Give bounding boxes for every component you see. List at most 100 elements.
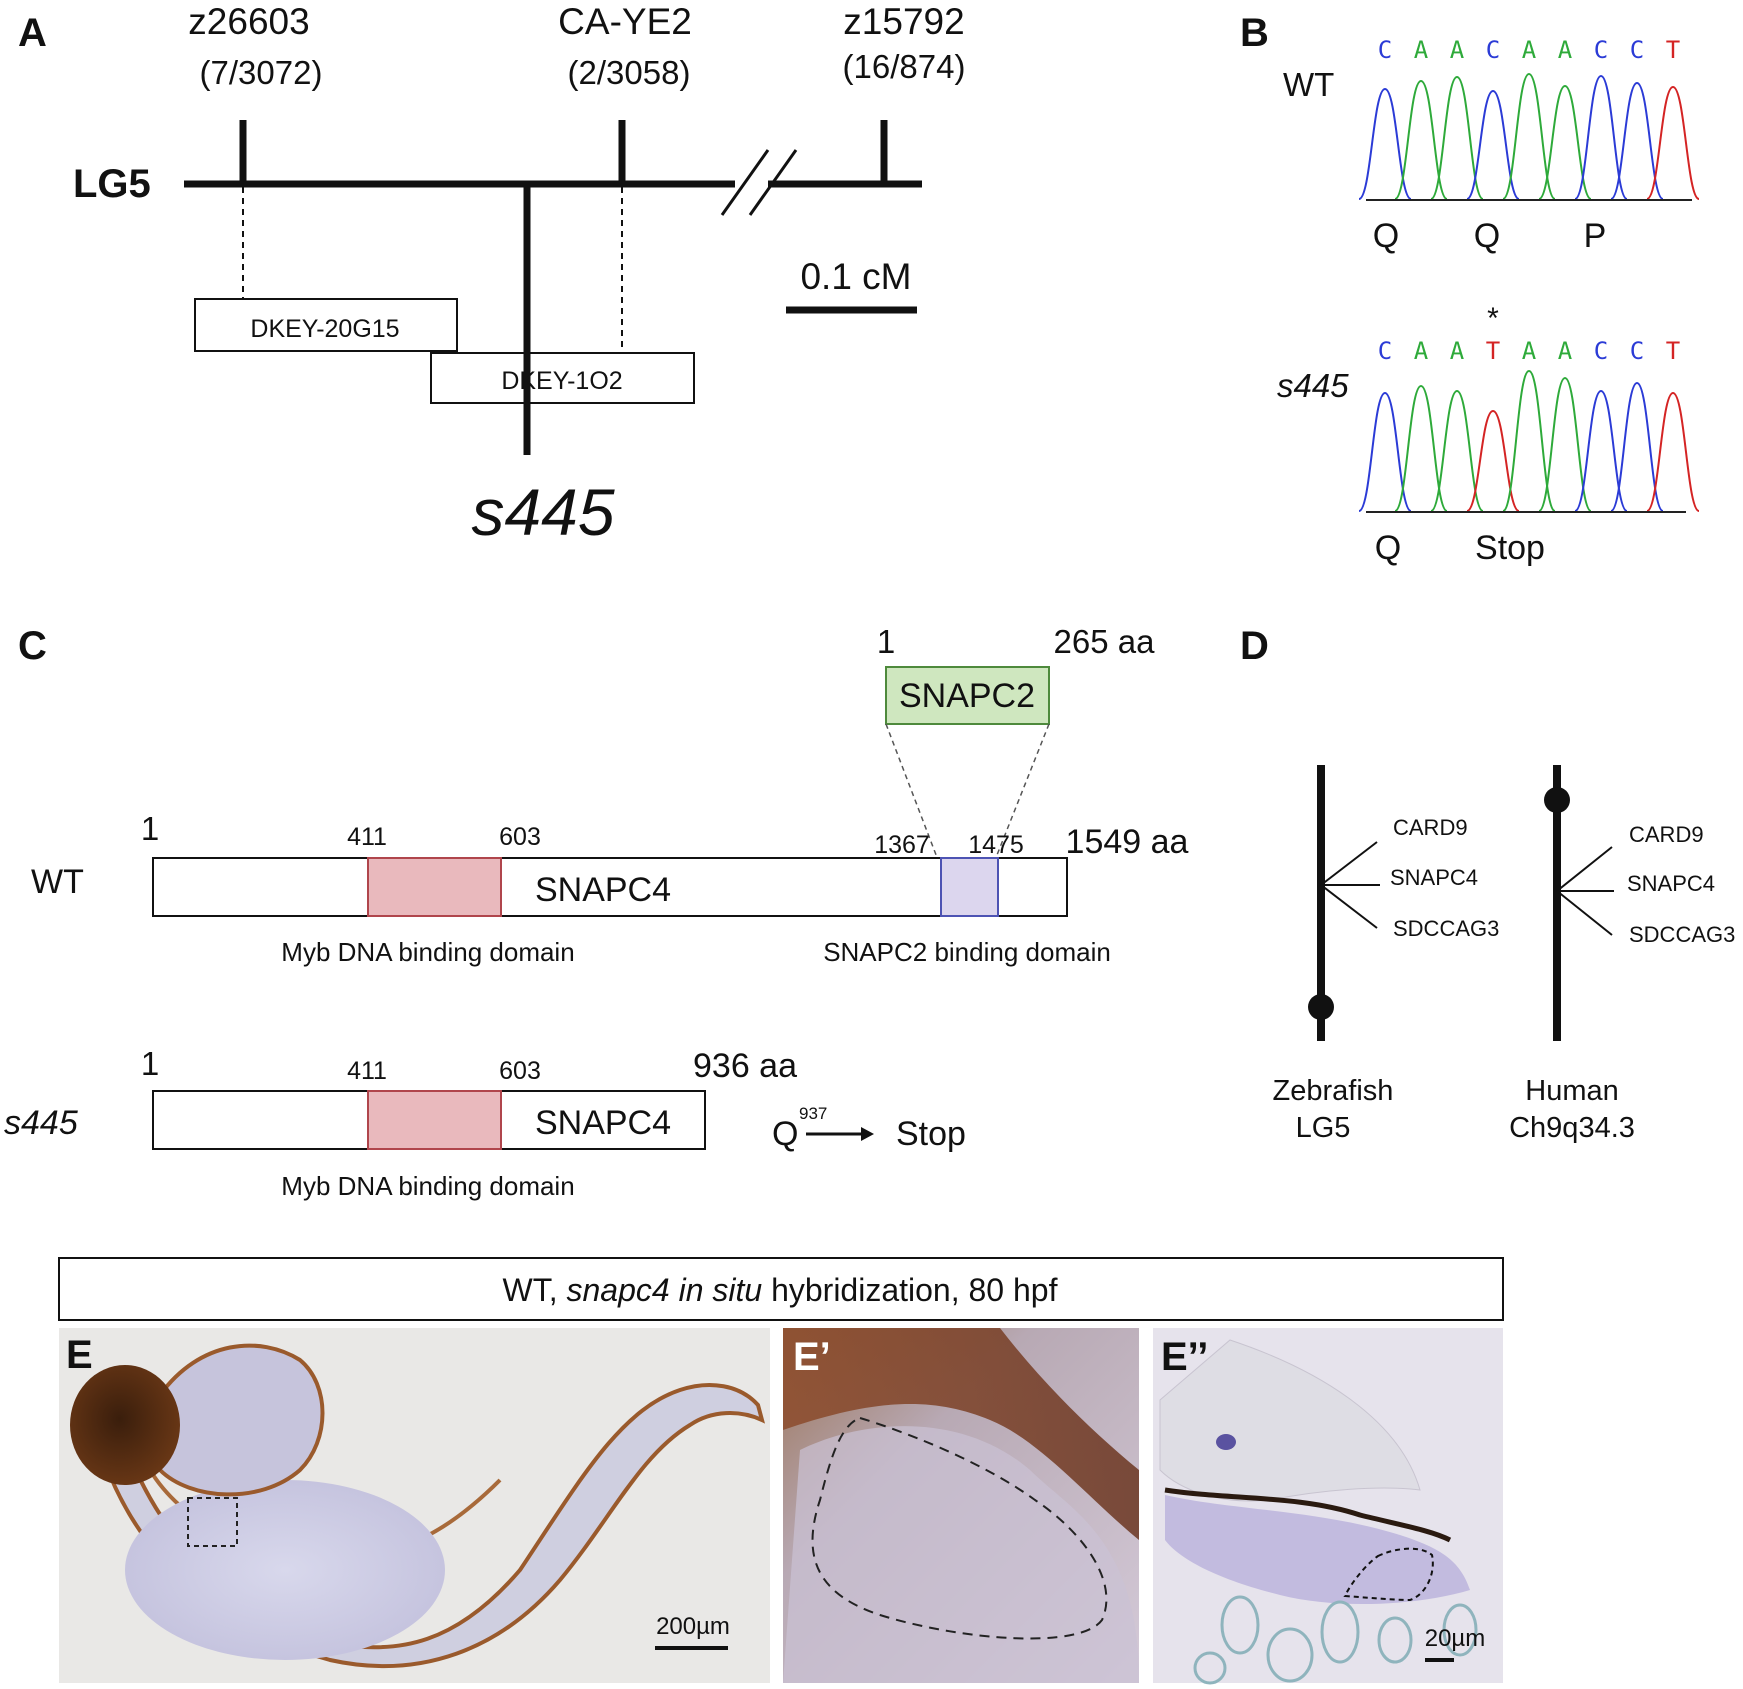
wt-base-3: A: [1450, 36, 1465, 64]
snapc2-link-left: [885, 723, 939, 861]
wt-peak-8: [1610, 81, 1664, 200]
mutation-to: Stop: [896, 1115, 966, 1153]
embryo-inset-box: [187, 1497, 238, 1547]
wt-myb-domain: [367, 857, 502, 917]
panel-e2-letter: E’’: [1161, 1335, 1208, 1379]
mutant-aa-1: Q: [1375, 529, 1401, 567]
wt-base-9: T: [1666, 36, 1680, 64]
wt-peak-9: [1646, 85, 1700, 200]
human-centromere: [1544, 787, 1570, 813]
snapc2-end: 265 aa: [1054, 623, 1156, 660]
wt-base-1: C: [1378, 36, 1392, 64]
panel-d-letter: D: [1240, 624, 1269, 668]
mutant-base-9: T: [1666, 337, 1680, 365]
clone-box-dkey-20g15: [194, 298, 458, 352]
mutant-peak-2: [1394, 384, 1448, 512]
mutant-base-3: A: [1450, 337, 1465, 365]
mutant-peak-5: [1502, 369, 1556, 512]
mutant-peak-8: [1610, 381, 1664, 512]
human-gene-1: CARD9: [1629, 822, 1704, 847]
mutation-position: 937: [799, 1104, 827, 1123]
wt-base-7: C: [1594, 36, 1608, 64]
mutant-protein-label: SNAPC4: [535, 1104, 671, 1142]
human-species: Human: [1525, 1075, 1619, 1107]
embryo-scale-label: 200µm: [656, 1613, 730, 1640]
wt-snapc2bd-end: 1475: [968, 831, 1024, 859]
snapc2-label: SNAPC2: [899, 677, 1035, 715]
human-gene-2: SNAPC4: [1627, 871, 1715, 896]
panel-c: C 1 265 aa SNAPC2 WT 1 411 603 1367 1475…: [4, 623, 1189, 1201]
wt-peak-2: [1394, 79, 1448, 200]
linkage-map: [184, 120, 922, 455]
marker-z26603-ratio: (7/3072): [200, 54, 323, 91]
panel-c-letter: C: [18, 624, 47, 668]
panel-e1-letter: E’: [793, 1335, 831, 1379]
marker-caye2-name: CA-YE2: [558, 1, 692, 42]
panel-e-letter: E: [66, 1333, 93, 1377]
mutant-myb-label: Myb DNA binding domain: [281, 1171, 574, 1201]
wt-peak-4: [1466, 89, 1520, 200]
inset-micrograph: E’: [783, 1328, 1140, 1683]
mutant-base-5: A: [1522, 337, 1537, 365]
panel-e: WT, snapc4 in situ hybridization, 80 hpf…: [58, 1257, 1504, 1685]
zebrafish-gene-line-3: [1320, 884, 1378, 929]
mutation-asterisk: *: [1487, 302, 1499, 335]
marker-z26603-name: z26603: [188, 1, 309, 42]
section-outline-dashed: [1343, 1547, 1434, 1602]
mutant-length: 936 aa: [693, 1047, 797, 1085]
wt-peak-3: [1430, 75, 1484, 200]
embryo-yolk: [125, 1480, 445, 1660]
zebrafish-gene-2: SNAPC4: [1390, 865, 1478, 890]
wt-aa-2: Q: [1474, 217, 1500, 255]
embryo-eye: [70, 1365, 180, 1485]
break-mark-2: [748, 149, 798, 216]
section-cells: [1193, 1595, 1478, 1685]
mutant-row-label: s445: [4, 1104, 78, 1142]
mutant-chromatogram: [1358, 369, 1700, 512]
embryo-head: [158, 1343, 325, 1497]
marker-z15792-ratio: (16/874): [843, 48, 966, 85]
wt-chromatogram: [1358, 72, 1700, 200]
mutation-arrow-head: [861, 1127, 874, 1141]
wt-myb-label: Myb DNA binding domain: [281, 937, 574, 967]
inset-brown-band: [783, 1328, 1139, 1540]
wt-aa-1: Q: [1373, 217, 1399, 255]
wt-base-6: A: [1558, 36, 1573, 64]
chromosome-label: LG5: [73, 162, 151, 206]
zebrafish-locus: LG5: [1296, 1112, 1351, 1144]
section-micrograph: 20µm E’’: [1153, 1328, 1503, 1685]
mutant-base-1: C: [1378, 337, 1392, 365]
mutant-base-6: A: [1558, 337, 1573, 365]
zebrafish-gene-line-1: [1320, 841, 1378, 886]
wt-peak-7: [1574, 74, 1628, 200]
human-gene-line-3: [1556, 890, 1613, 936]
mutant-peak-3: [1430, 389, 1484, 512]
wt-snapc2bd-start: 1367: [874, 831, 930, 859]
mutant-base-8: C: [1630, 337, 1644, 365]
wt-peak-1: [1358, 87, 1412, 200]
wt-aa-3: P: [1584, 217, 1607, 255]
experiment-banner: [58, 1257, 1504, 1321]
section-dark-spot: [1216, 1434, 1236, 1450]
human-gene-3: SDCCAG3: [1629, 922, 1735, 947]
marker-z15792-name: z15792: [843, 1, 964, 42]
mutant-peak-1: [1358, 391, 1412, 512]
wt-snapc2-binding-domain: [940, 857, 999, 917]
section-pigment-line: [1164, 1487, 1452, 1543]
marker-caye2-ratio: (2/3058): [568, 54, 691, 91]
wt-base-8: C: [1630, 36, 1644, 64]
mutant-myb-domain: [367, 1090, 502, 1150]
wt-peak-6: [1538, 84, 1592, 200]
wt-length: 1549 aa: [1066, 823, 1189, 861]
wt-base-5: A: [1522, 36, 1537, 64]
wt-snapc4-bar: [152, 857, 1068, 917]
human-gene-line-1: [1556, 846, 1613, 892]
mutant-base-7: C: [1594, 337, 1608, 365]
wt-base-4: C: [1486, 36, 1500, 64]
panel-a-letter: A: [18, 11, 47, 55]
mutant-locus-label: s445: [471, 475, 614, 549]
whole-embryo-micrograph: 200µm E: [59, 1328, 770, 1683]
mutant-peak-4: [1466, 409, 1520, 512]
